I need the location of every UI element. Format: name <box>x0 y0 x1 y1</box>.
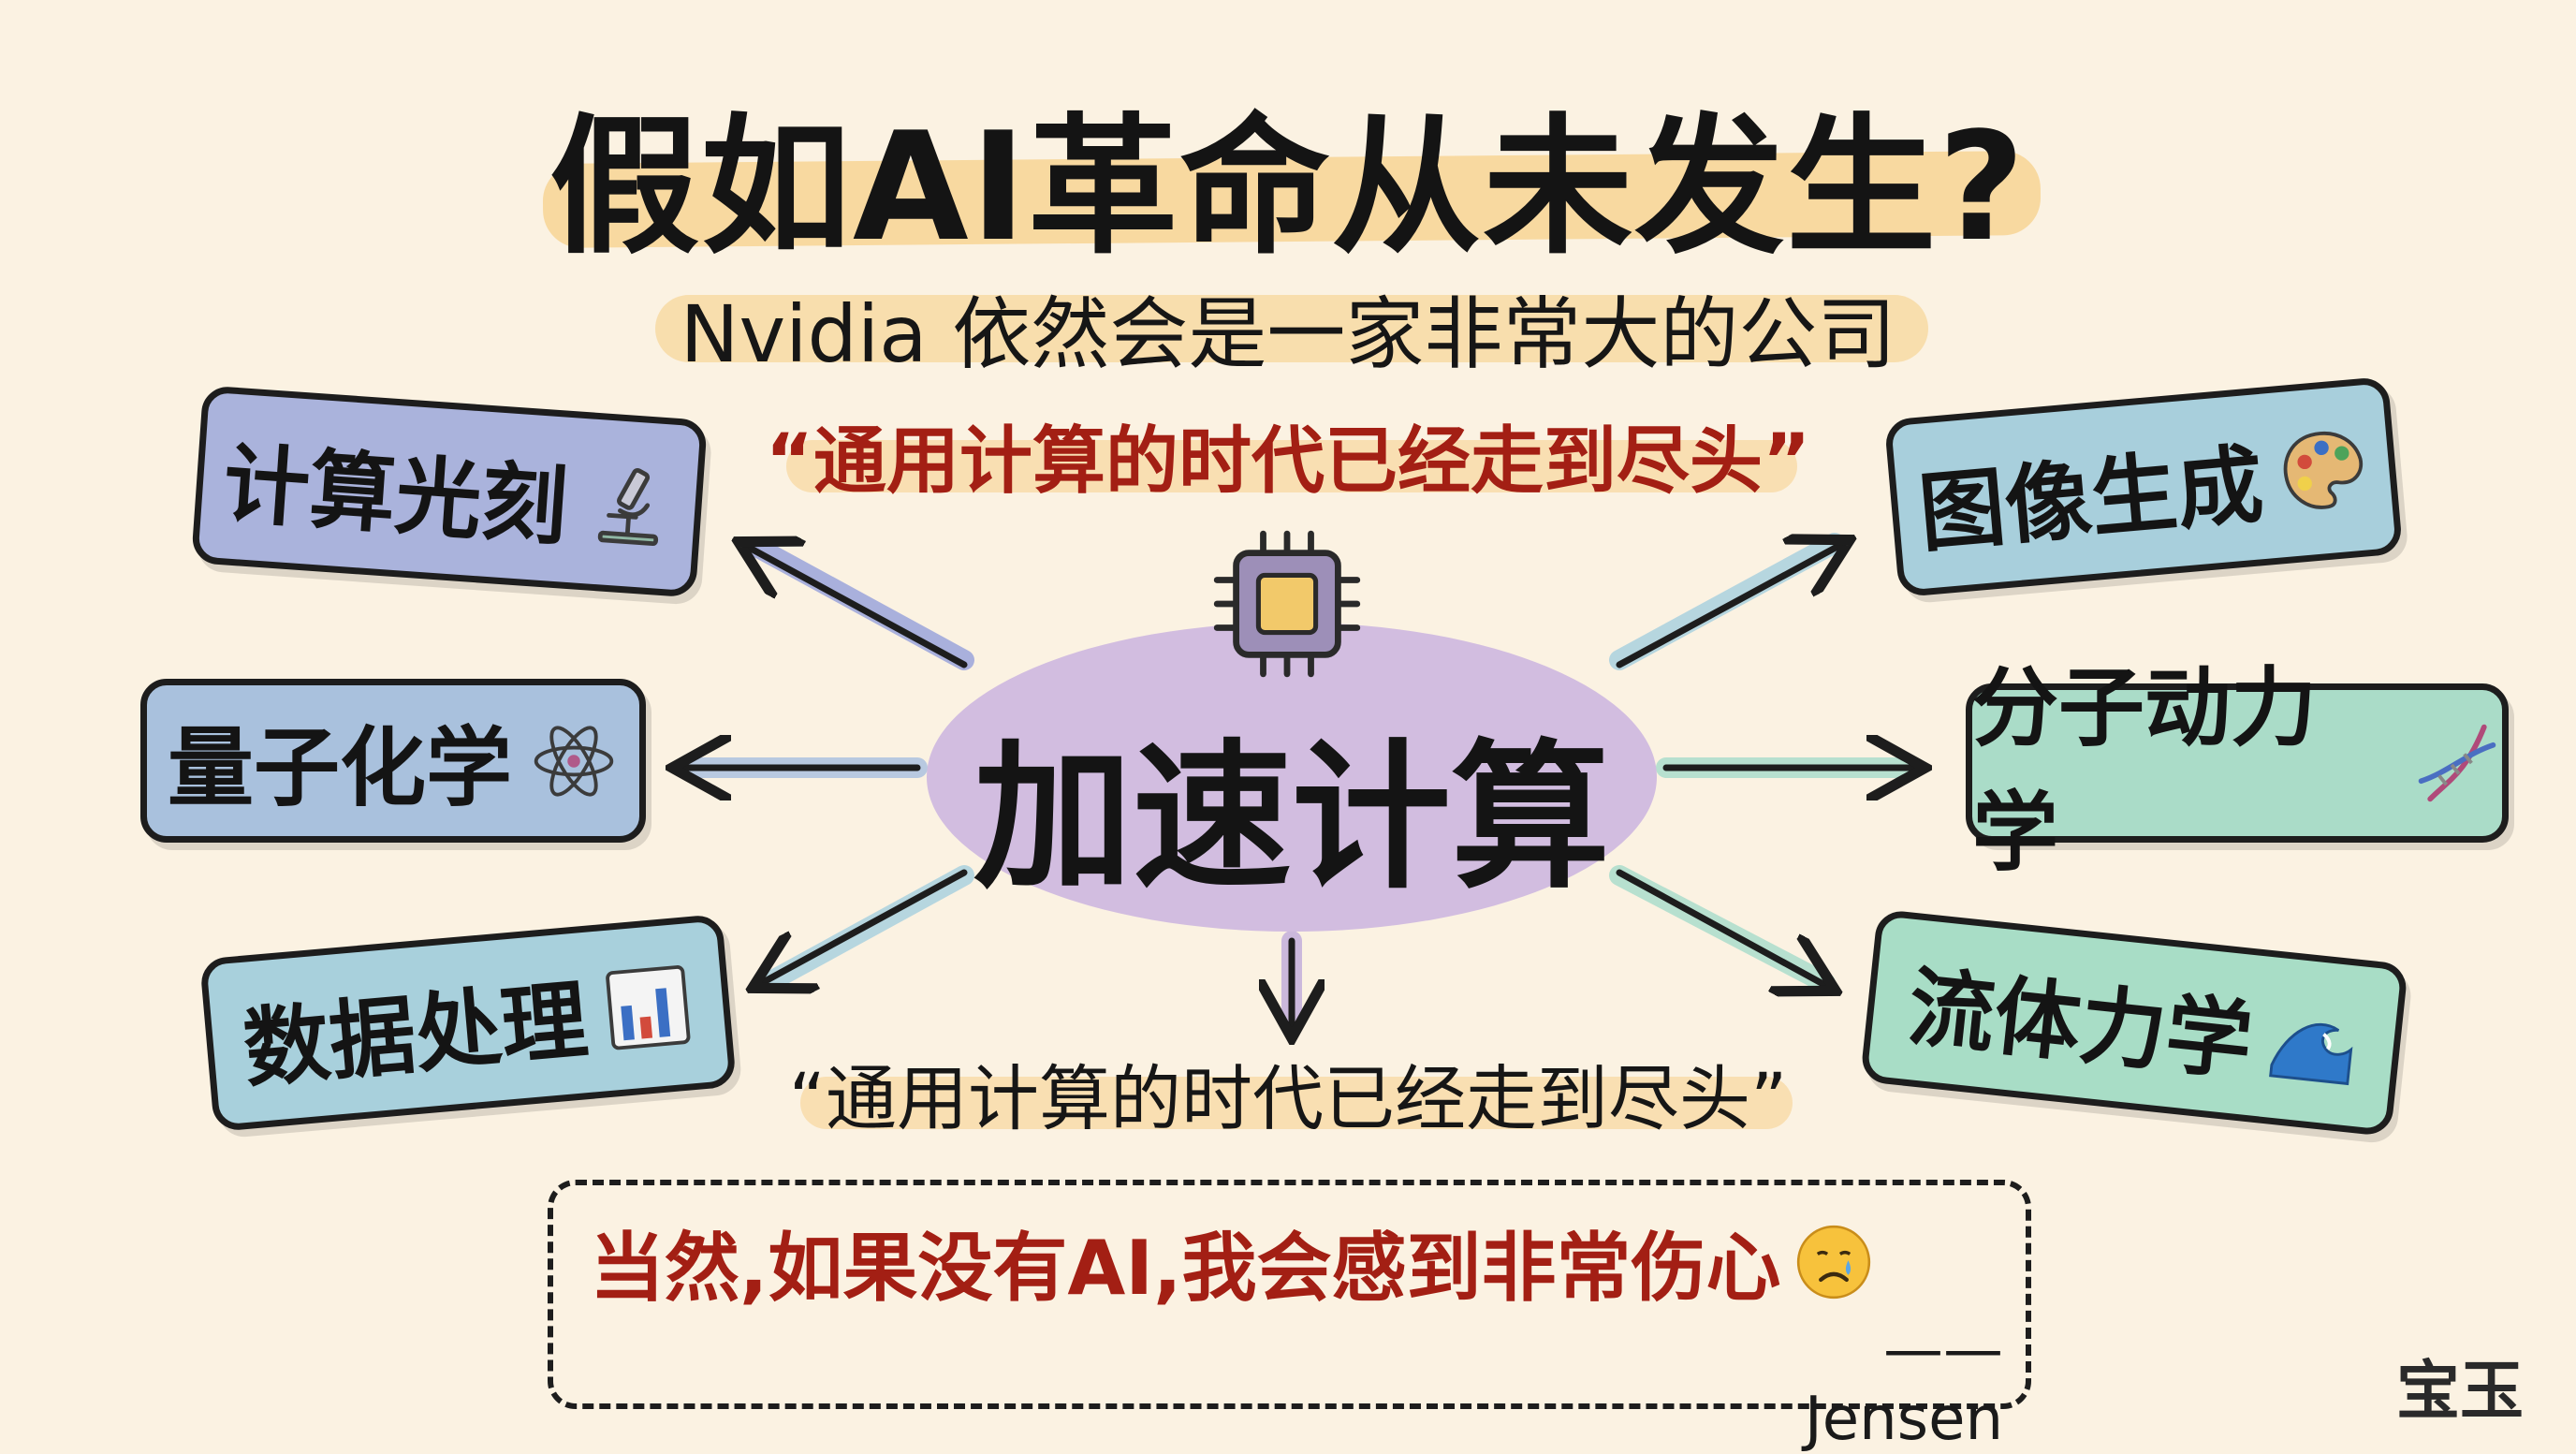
app-box-lithography: 计算光刻 <box>191 385 708 598</box>
arrow-lithography <box>744 545 968 668</box>
app-label: 分子动力学 <box>1972 658 2318 883</box>
crying-face-icon <box>1797 1225 1871 1300</box>
center-ellipse <box>927 623 1657 932</box>
arrow-fluid <box>1616 869 1830 988</box>
subtitle: Nvidia 依然会是一家非常大的公司 <box>680 288 1896 380</box>
jensen-quote-box <box>548 1180 2031 1409</box>
app-box-data-processing: 数据处理 <box>199 913 737 1133</box>
arrow-glow-lithography <box>748 537 974 670</box>
quote-top: “通用计算的时代已经走到尽头” <box>765 419 1811 504</box>
app-box-molecular-dynamics: 分子动力学 <box>1966 658 2509 883</box>
palette-icon <box>2283 432 2364 509</box>
watermark: 宝玉 <box>2396 1355 2525 1429</box>
quote-author: —— Jensen <box>1804 1315 2003 1454</box>
dna-icon <box>2418 724 2496 802</box>
center-label: 加速计算 <box>973 726 1610 911</box>
wave-icon <box>2269 1022 2353 1085</box>
quote-bottom-highlight <box>800 1077 1793 1129</box>
subtitle-highlight <box>655 295 1928 362</box>
app-label: 图像生成 <box>1914 433 2267 565</box>
app-box-fluid-dynamics: 流体力学 <box>1859 908 2409 1138</box>
arrow-image <box>1616 543 1844 668</box>
page-title: 假如AI革命从未发生? <box>549 99 2027 274</box>
microscope-icon <box>597 468 659 547</box>
arrow-data <box>758 869 968 985</box>
chip-icon <box>1213 530 1361 678</box>
arrow-glow-image <box>1609 533 1845 670</box>
bar-chart-icon <box>606 964 691 1050</box>
atom-icon <box>534 725 614 797</box>
quote-top-highlight <box>786 440 1797 492</box>
app-label: 计算光刻 <box>220 433 571 558</box>
app-box-image-generation: 图像生成 <box>1883 375 2404 598</box>
jensen-quote: 当然,如果没有AI,我会感到非常伤心 <box>590 1208 1994 1316</box>
quote-bottom: “通用计算的时代已经走到尽头” <box>788 1057 1788 1140</box>
app-label: 量子化学 <box>167 718 512 818</box>
app-box-quantum-chemistry: 量子化学 <box>140 679 646 843</box>
jensen-quote-text: 当然,如果没有AI,我会感到非常伤心 <box>590 1225 1781 1312</box>
